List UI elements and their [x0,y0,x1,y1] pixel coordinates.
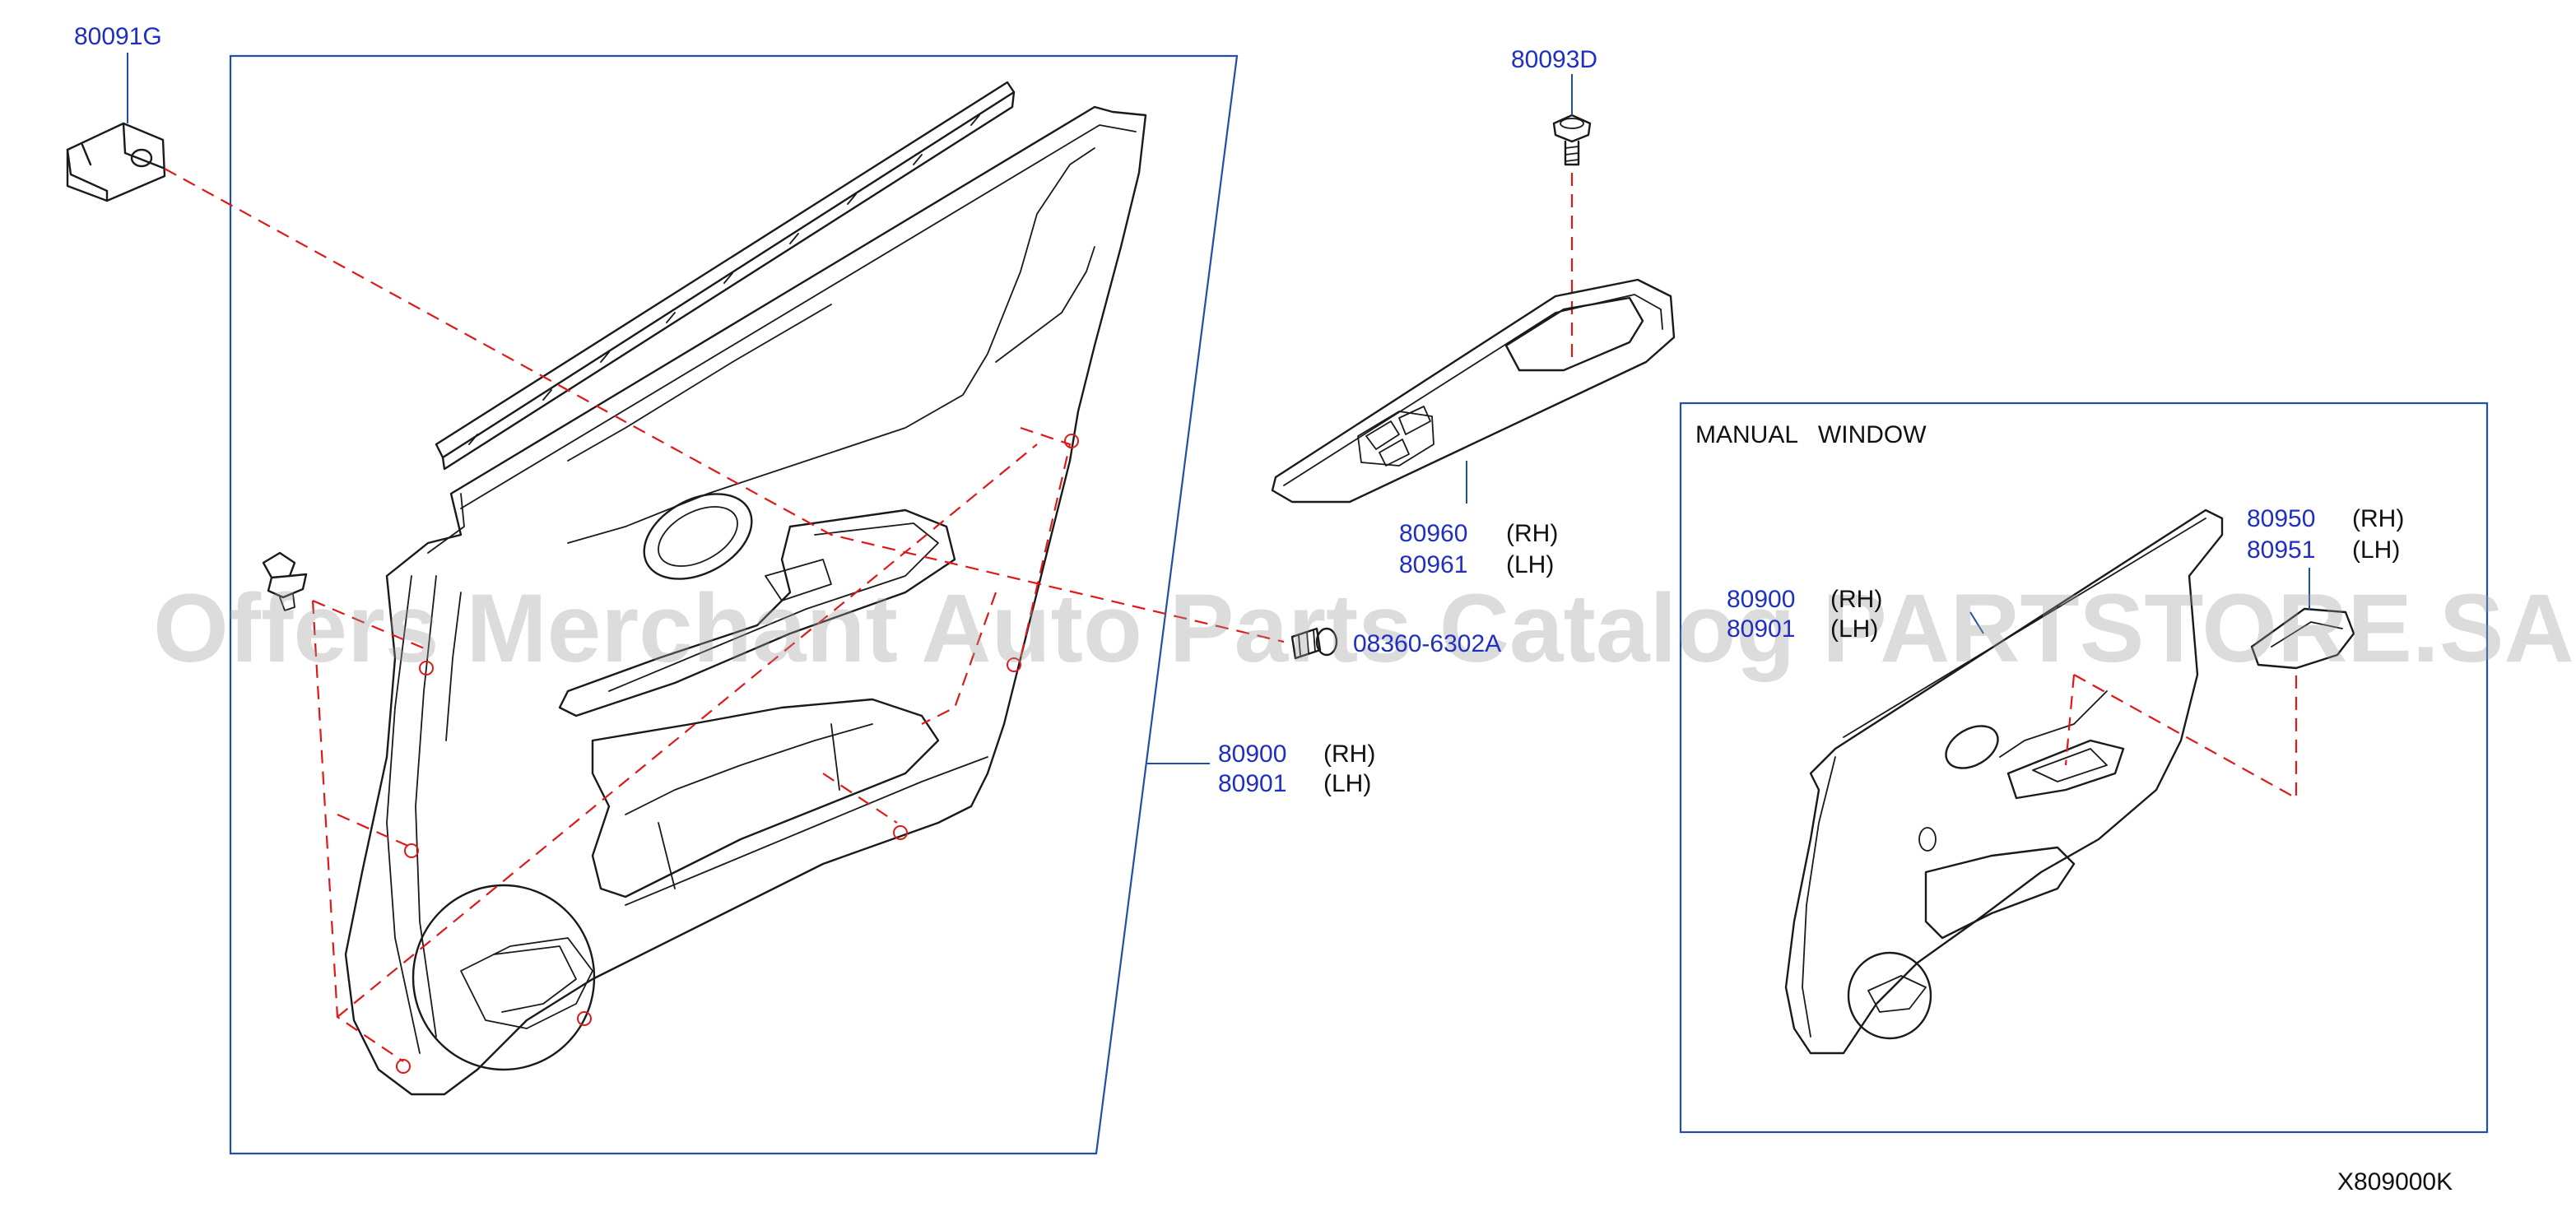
callout-80901-inset[interactable]: 80901 [1727,615,1795,643]
callout-80900[interactable]: 80900 [1218,740,1286,768]
clip-hole-symbols [396,434,1079,1074]
inset-finisher-80950-drawing [2250,607,2355,670]
callout-80900-side: (RH) [1323,740,1375,768]
diagram-code: X809000K [2337,1168,2453,1195]
callout-80901[interactable]: 80901 [1218,770,1286,797]
callout-80961[interactable]: 80961 [1399,551,1467,578]
screw-80093d-drawing [1552,114,1592,166]
screw-08360-drawing [1290,627,1338,660]
main-assembly-frame [229,54,1239,1155]
callout-80901-inset-side: (LH) [1830,615,1878,643]
clip-80091g-drawing [66,122,166,202]
inset-title: MANUAL WINDOW [1695,421,1927,448]
callout-80093d[interactable]: 80093D [1511,46,1597,73]
hidden-lines-main [164,168,1285,1062]
callout-80950[interactable]: 80950 [2247,505,2315,532]
hidden-lines-inset [2064,674,2298,800]
callout-80951[interactable]: 80951 [2247,536,2315,564]
belt-moulding-drawing [435,81,1016,471]
callout-80960[interactable]: 80960 [1399,520,1467,547]
callout-80901-side: (LH) [1323,770,1371,797]
callout-80951-side: (LH) [2352,536,2400,564]
callout-80091g[interactable]: 80091G [74,23,162,50]
callout-80900-inset-side: (RH) [1830,586,1882,613]
leader-80900-inset [1969,611,1984,634]
callout-80950-side: (RH) [2352,505,2404,532]
watermark: Offers Merchant Auto Parts Catalog PARTS… [153,574,2574,683]
switch-bezel-80960-drawing [1271,278,1676,504]
callout-80960-side: (RH) [1506,520,1558,547]
trim-clip-drawing [262,551,308,611]
callout-80961-side: (LH) [1506,551,1554,578]
inset-door-trim-drawing [1784,508,2224,1055]
callout-08360-6302a[interactable]: 08360-6302A [1353,630,1501,657]
callout-80900-inset[interactable]: 80900 [1727,586,1795,613]
door-trim-panel-drawing [344,105,1147,1096]
inset-manual-window-frame [1679,402,2489,1134]
